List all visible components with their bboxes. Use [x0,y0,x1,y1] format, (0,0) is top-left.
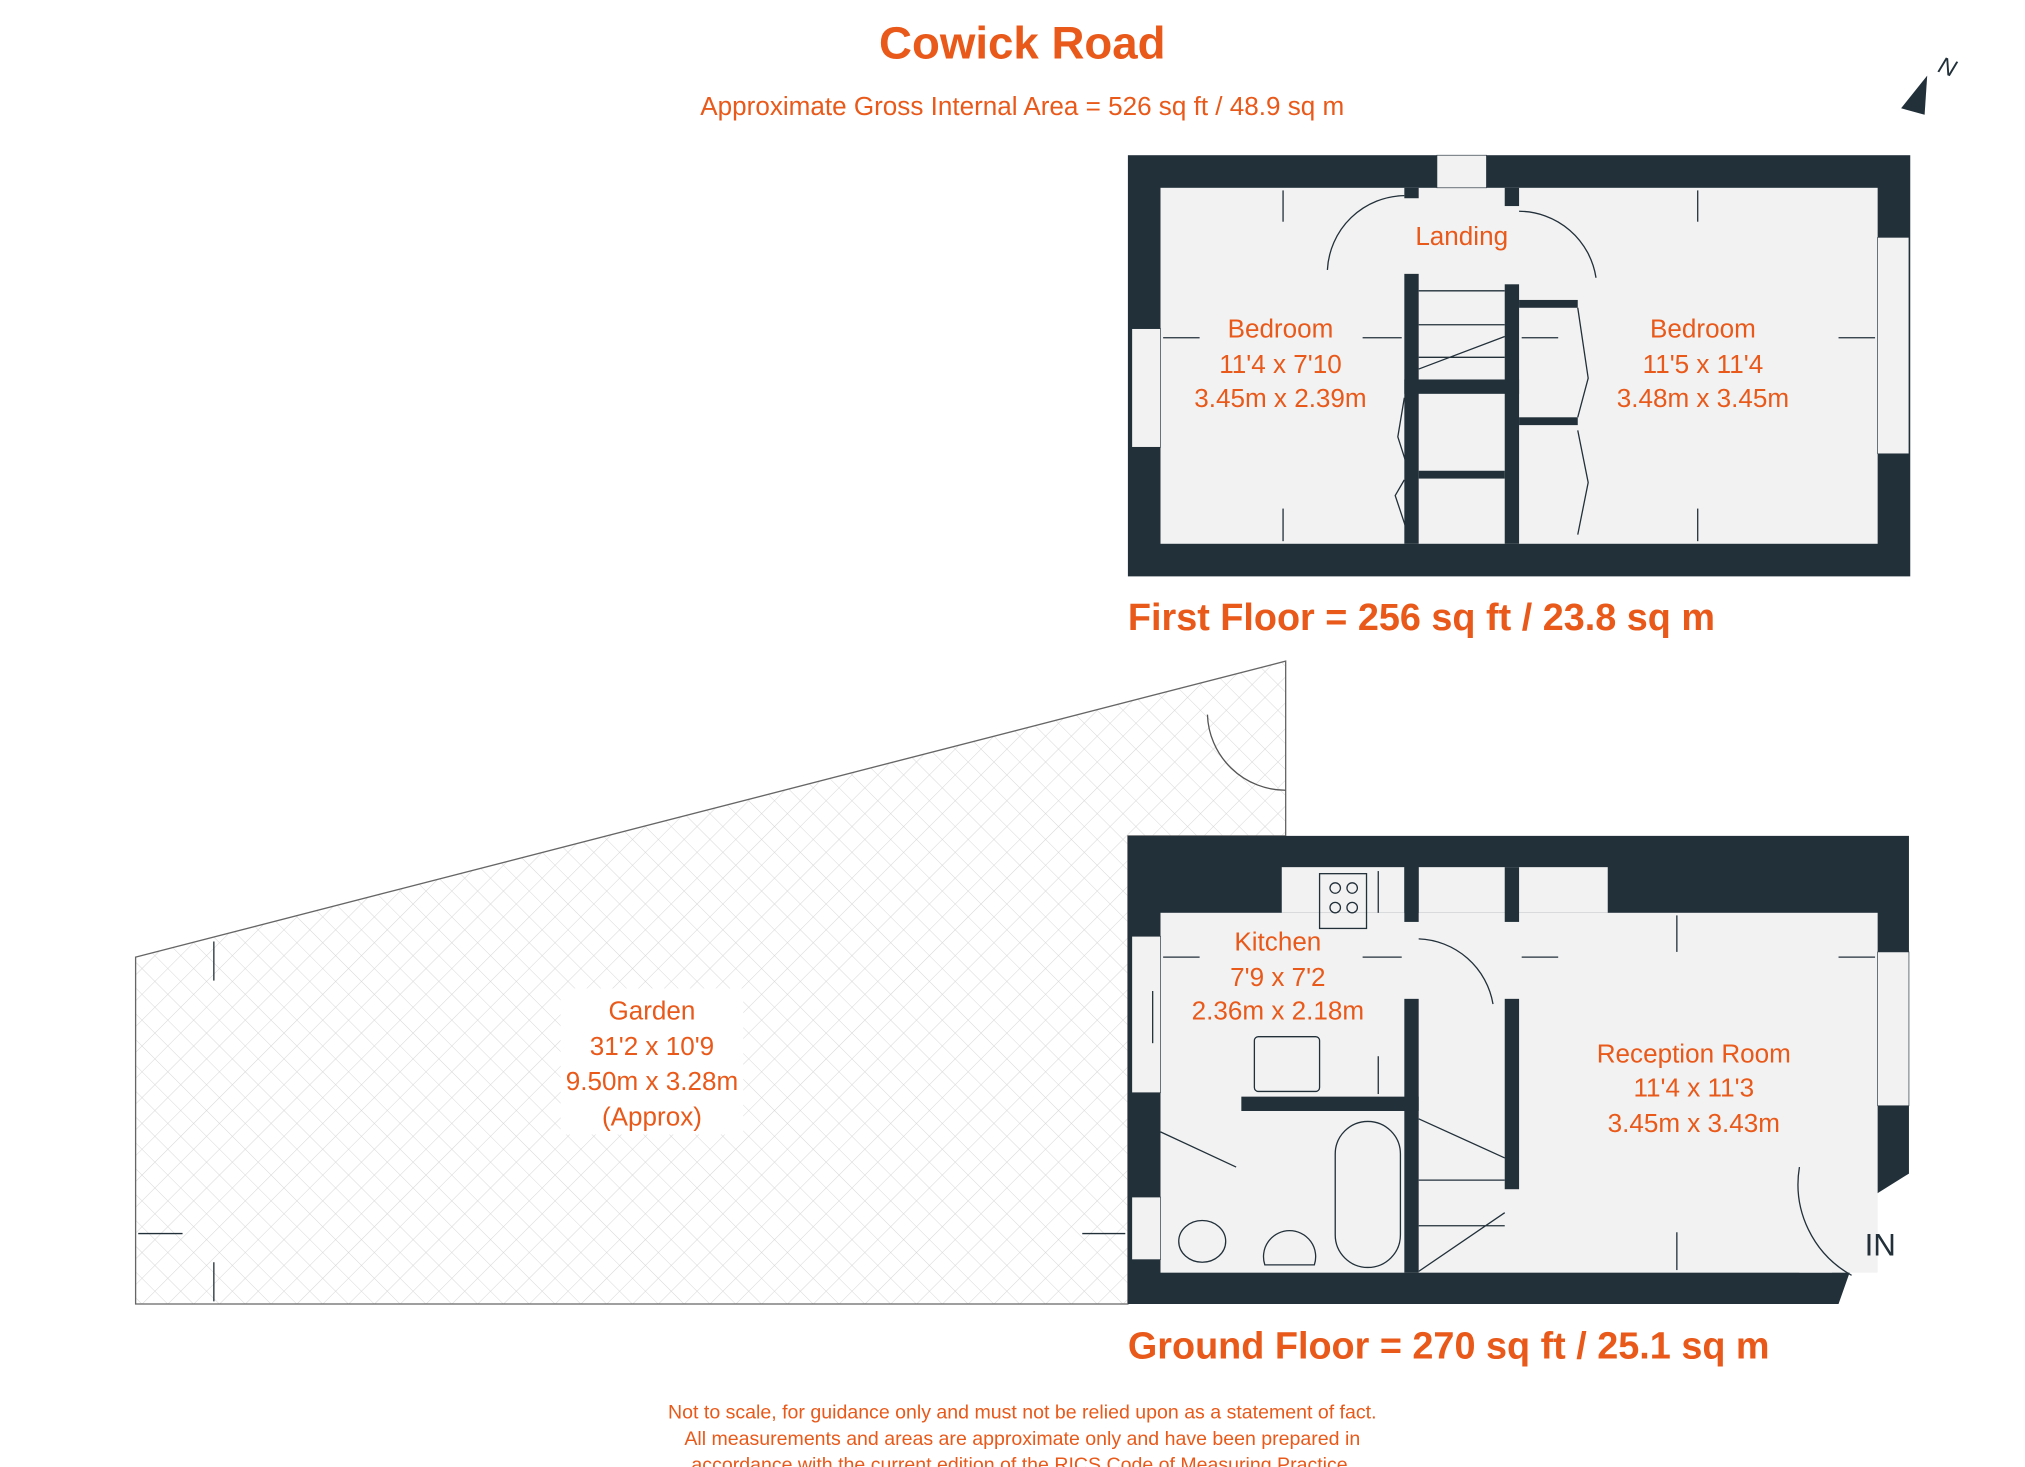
ground-floor-area: Ground Floor = 270 sq ft / 25.1 sq m [1128,1326,1770,1368]
room-label-landing: Landing [1415,221,1508,251]
bath-icon [1334,1120,1402,1269]
hob-icon [1318,873,1368,930]
room-kitchen: Kitchen 7'9 x 7'2 2.36m x 2.18m [1192,927,1364,1026]
svg-text:11'4 x 7'10: 11'4 x 7'10 [1219,349,1342,379]
svg-text:7'9 x 7'2: 7'9 x 7'2 [1230,962,1325,992]
svg-text:N: N [1935,52,1960,82]
window [1877,951,1910,1107]
page-title: Cowick Road [879,18,1165,69]
gross-area: Approximate Gross Internal Area = 526 sq… [700,91,1344,121]
window [1131,328,1161,448]
window [1131,1196,1161,1260]
room-reception: Reception Room 11'4 x 11'3 3.45m x 3.43m [1597,1039,1791,1138]
room-bedroom-2: Bedroom 11'5 x 11'4 3.48m x 3.45m [1617,314,1789,413]
svg-text:11'5 x 11'4: 11'5 x 11'4 [1643,349,1764,379]
svg-text:3.45m x 3.43m: 3.45m x 3.43m [1608,1108,1780,1138]
disclaimer: Not to scale, for guidance only and must… [668,1402,1376,1467]
entrance-label: IN [1865,1228,1896,1263]
svg-text:3.45m x 2.39m: 3.45m x 2.39m [1194,383,1366,413]
svg-text:All measurements and areas are: All measurements and areas are approxima… [684,1428,1360,1450]
svg-text:9.50m x 3.28m: 9.50m x 3.28m [566,1066,738,1096]
svg-text:Bedroom: Bedroom [1228,314,1334,344]
first-floor-plan: Landing Bedroom 11'4 x 7'10 3.45m x 2.39… [1127,154,1911,577]
svg-text:Reception Room: Reception Room [1597,1039,1791,1069]
svg-text:Garden: Garden [608,996,695,1026]
svg-text:2.36m x 2.18m: 2.36m x 2.18m [1192,996,1364,1026]
window [1877,237,1910,455]
sink-icon [1253,1036,1321,1093]
svg-text:11'4 x 11'3: 11'4 x 11'3 [1634,1073,1755,1103]
toilet-icon [1178,1219,1227,1263]
garden: Garden 31'2 x 10'9 9.50m x 3.28m (Approx… [134,660,1287,1305]
window [1131,935,1161,1094]
svg-text:accordance with the current ed: accordance with the current edition of t… [691,1454,1353,1467]
basin-icon [1262,1229,1317,1266]
room-bedroom-1: Bedroom 11'4 x 7'10 3.45m x 2.39m [1194,314,1366,413]
svg-text:Not to scale, for guidance onl: Not to scale, for guidance only and must… [668,1402,1376,1424]
svg-text:(Approx): (Approx) [602,1101,702,1131]
svg-text:31'2 x 10'9: 31'2 x 10'9 [590,1031,714,1061]
svg-text:Bedroom: Bedroom [1650,314,1756,344]
svg-text:3.48m x 3.45m: 3.48m x 3.45m [1617,383,1789,413]
svg-text:Kitchen: Kitchen [1234,927,1321,957]
first-floor-area: First Floor = 256 sq ft / 23.8 sq m [1128,597,1715,639]
north-arrow-icon: N [1901,52,1960,115]
ground-floor-plan: Kitchen 7'9 x 7'2 2.36m x 2.18m Receptio… [1127,835,1910,1304]
